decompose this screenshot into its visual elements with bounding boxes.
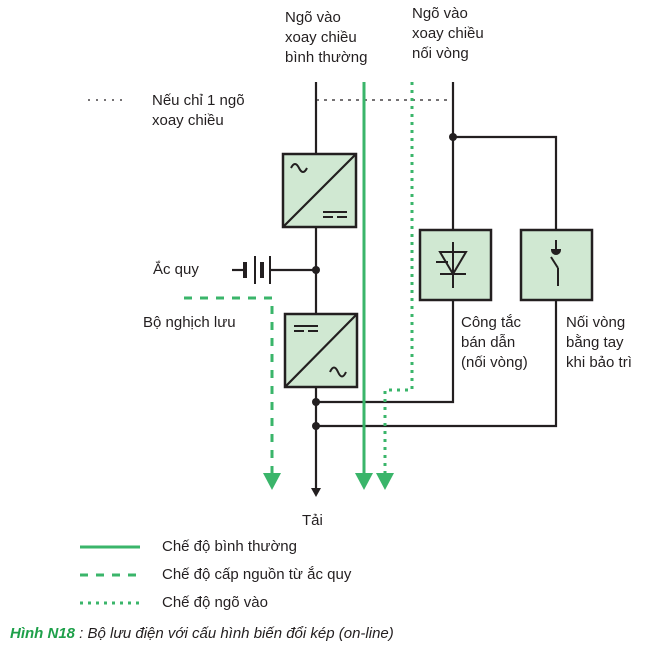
static-switch-output-wire: [316, 300, 455, 404]
bypass-input-label: Ngõ vào xoay chiều nối vòng: [412, 5, 484, 62]
ac-sine-icon: [329, 366, 347, 378]
flow-paths: [184, 82, 414, 490]
wiring: [232, 82, 558, 488]
bypass-mode-arrow-icon: [376, 473, 394, 490]
bypass-mode-path: [383, 82, 414, 474]
legend-label-battery: Chế độ cấp nguồn từ ắc quy: [162, 566, 352, 583]
load-arrow-icon: [311, 488, 321, 497]
inverter-box: [283, 312, 359, 389]
battery-icon: [243, 256, 271, 284]
junction-dot: [312, 422, 320, 430]
battery-mode-path: [184, 296, 274, 474]
maintenance-bypass-box: [519, 228, 594, 302]
inverter-label: Bộ nghịch lưu: [143, 314, 236, 331]
maintenance-bypass-label: Nối vòng bằng tay khi bảo trì: [566, 314, 632, 371]
normal-mode-arrow-icon: [355, 473, 373, 490]
legend-lines: [80, 545, 140, 605]
thyristor-icon: [436, 242, 468, 288]
static-switch-label: Công tắc bán dẫn (nối vòng): [461, 314, 528, 371]
load-label: Tải: [302, 512, 323, 529]
legend-label-normal: Chế độ bình thường: [162, 538, 297, 555]
legend-label-bypass: Chế độ ngõ vào: [162, 594, 268, 611]
battery-label: Ắc quy: [153, 261, 199, 278]
maintenance-feed-wire: [453, 135, 558, 230]
rectifier-box: [281, 152, 358, 229]
figure-number: Hình N18: [10, 625, 76, 642]
junction-dot: [312, 266, 320, 274]
dc-icon: [323, 211, 347, 218]
static-switch-box: [418, 228, 493, 302]
maintenance-output-wire: [316, 300, 558, 428]
figure-caption: Hình N18 : Bộ lưu điện với cấu hình biến…: [10, 625, 394, 642]
single-input-note: Nếu chỉ 1 ngõ xoay chiều: [152, 92, 245, 129]
figure-title: : Bộ lưu điện với cấu hình biến đổi kép …: [75, 625, 394, 642]
switch-icon: [550, 240, 562, 286]
junction-dot: [312, 398, 320, 406]
normal-input-label: Ngõ vào xoay chiều bình thường: [285, 9, 368, 66]
junction-dot: [449, 133, 457, 141]
dc-icon: [294, 325, 318, 332]
junctions: [312, 133, 457, 430]
ac-sine-icon: [290, 163, 308, 173]
battery-mode-arrow-icon: [263, 473, 281, 490]
